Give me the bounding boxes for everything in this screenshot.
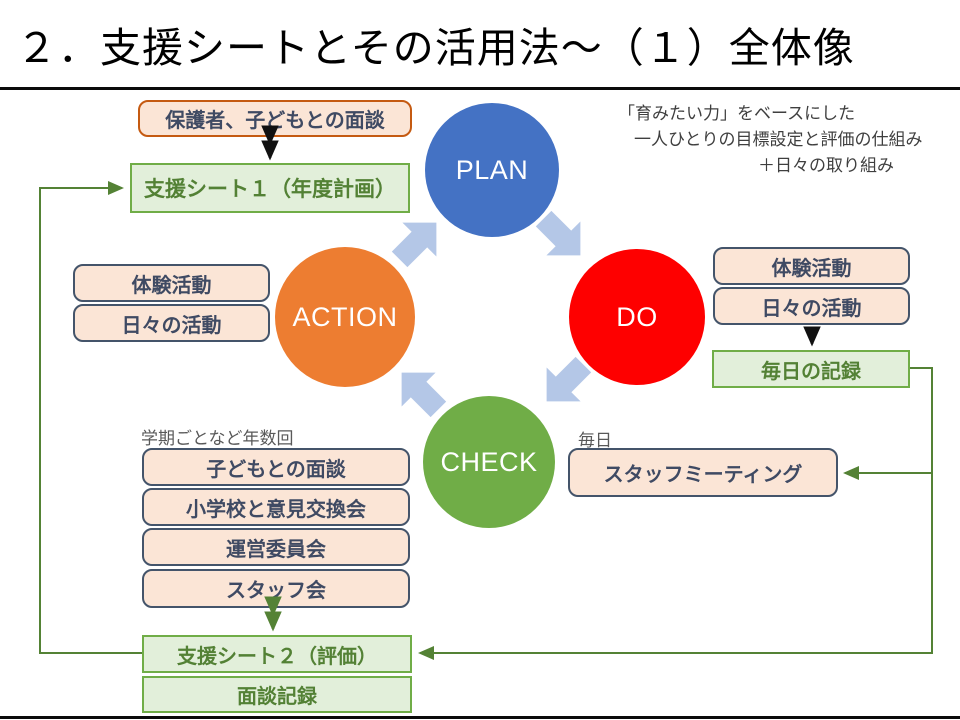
action-label: ACTION bbox=[292, 301, 398, 332]
annotation-line-2: 一人ひとりの目標設定と評価の仕組み bbox=[634, 130, 923, 149]
frequency-label: 学期ごとなど年数回 bbox=[141, 429, 294, 448]
annotation-line-3: ＋日々の取り組み bbox=[758, 156, 894, 175]
title-divider bbox=[0, 87, 960, 90]
feedback-line-sheet2-to-sheet1 bbox=[39, 181, 142, 654]
steering-committee-box: 運営委員会 bbox=[142, 528, 410, 566]
check-label: CHECK bbox=[440, 446, 538, 477]
page-title: ２．支援シートとその活用法～（１）全体像 bbox=[16, 24, 855, 72]
check-circle: CHECK bbox=[423, 396, 555, 528]
staff-meeting-small-box: スタッフ会 bbox=[142, 569, 410, 608]
do-experience-box: 体験活動 bbox=[713, 247, 910, 285]
annotation-line-1: 「育みたい力」をベースにした bbox=[618, 104, 856, 123]
support-sheet1-box: 支援シート１（年度計画） bbox=[130, 163, 410, 213]
do-label: DO bbox=[616, 301, 658, 332]
do-circle: DO bbox=[569, 249, 705, 385]
action-experience-box: 体験活動 bbox=[73, 264, 270, 302]
action-circle: ACTION bbox=[275, 247, 415, 387]
interview-record-box: 面談記録 bbox=[142, 676, 412, 713]
parent-child-interview-box: 保護者、子どもとの面談 bbox=[138, 100, 412, 137]
daily-record-box: 毎日の記録 bbox=[712, 350, 910, 388]
staff-meeting-box: スタッフミーティング bbox=[568, 448, 838, 497]
plan-circle: PLAN bbox=[425, 103, 559, 237]
child-interview-box: 子どもとの面談 bbox=[142, 448, 410, 486]
plan-label: PLAN bbox=[455, 154, 529, 185]
bottom-divider bbox=[0, 716, 960, 719]
school-exchange-box: 小学校と意見交換会 bbox=[142, 488, 410, 526]
support-sheet2-box: 支援シート２（評価） bbox=[142, 635, 412, 673]
action-daily-activity-box: 日々の活動 bbox=[73, 304, 270, 342]
do-daily-activity-box: 日々の活動 bbox=[713, 287, 910, 325]
